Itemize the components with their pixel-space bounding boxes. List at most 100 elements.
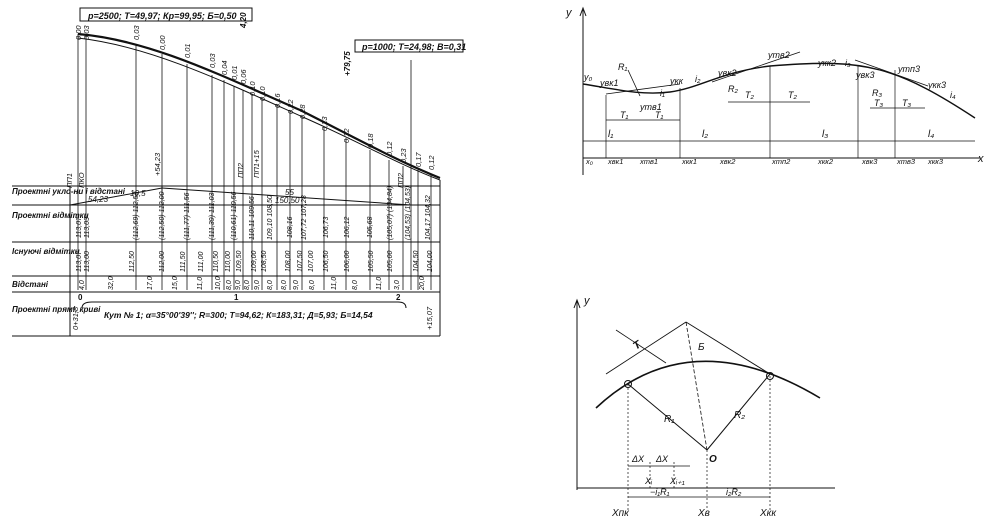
row-label-distances: Відстані xyxy=(12,280,49,289)
svg-text:l₄: l₄ xyxy=(928,129,934,140)
svg-text:0,23: 0,23 xyxy=(320,116,329,131)
svg-text:8,0: 8,0 xyxy=(267,280,274,290)
svg-text:(112,50) 112,00: (112,50) 112,00 xyxy=(159,192,166,240)
svg-text:107,50: 107,50 xyxy=(297,250,304,272)
svg-text:8,0: 8,0 xyxy=(226,280,233,290)
svg-text:0,12: 0,12 xyxy=(427,155,436,170)
svg-text:(105,07) (104,84): (105,07) (104,84) xyxy=(387,186,394,240)
svg-text:113,03: 113,03 xyxy=(84,217,91,238)
svg-text:109,10 108,50: 109,10 108,50 xyxy=(267,195,274,240)
svg-text:9,0: 9,0 xyxy=(254,280,261,290)
scheme-radius-1 xyxy=(627,69,641,97)
svg-text:xтп2: xтп2 xyxy=(771,157,791,166)
svg-text:112,50: 112,50 xyxy=(129,251,136,272)
svg-text:104,50: 104,50 xyxy=(413,250,420,272)
row-label-alignment: Проектні прямі, криві xyxy=(12,305,101,314)
svg-text:i₃: i₃ xyxy=(845,58,851,68)
svg-text:R₂: R₂ xyxy=(728,84,738,94)
svg-text:R₃: R₃ xyxy=(872,88,882,98)
slope-value-2: 55 xyxy=(285,188,294,197)
plus-label: +54,23 xyxy=(153,152,162,176)
row-label-existing: Існуючі відмітки xyxy=(12,247,80,256)
svg-text:xкк3: xкк3 xyxy=(927,157,944,166)
svg-text:xтв3: xтв3 xyxy=(896,157,916,166)
profile-ordinate-lines xyxy=(77,34,432,290)
svg-text:8,0: 8,0 xyxy=(244,280,251,290)
svg-text:17,0: 17,0 xyxy=(147,276,154,290)
svg-text:0,00: 0,00 xyxy=(74,25,83,40)
svg-text:108,16: 108,16 xyxy=(287,216,294,238)
svg-text:yтп3: yтп3 xyxy=(897,64,920,74)
svg-text:20,0: 20,0 xyxy=(419,276,426,291)
profile-band-table xyxy=(12,180,441,337)
svg-text:yвк2: yвк2 xyxy=(717,68,736,78)
curve-start-label: 0+31,8 xyxy=(71,306,80,330)
svg-text:106,50: 106,50 xyxy=(323,250,330,272)
curve-x-start-label: Хпк xyxy=(611,508,630,519)
svg-text:R₁: R₁ xyxy=(618,62,627,72)
svg-text:0,03: 0,03 xyxy=(132,25,141,40)
svg-text:xвк2: xвк2 xyxy=(719,157,736,166)
slope-diagonal-2 xyxy=(161,187,412,206)
curve-arc xyxy=(595,360,821,409)
svg-text:(111,39) 111,03: (111,39) 111,03 xyxy=(209,193,216,240)
curve-radius-2 xyxy=(706,373,771,451)
existing-marks: 113,07 113,00 112,50 112,00 111,50 111,0… xyxy=(76,250,434,272)
svg-text:yвк3: yвк3 xyxy=(855,70,874,80)
km-mark-0: 0 xyxy=(78,293,83,302)
svg-text:110,50: 110,50 xyxy=(213,251,220,272)
svg-text:107,00: 107,00 xyxy=(308,250,315,272)
svg-text:Т₁: Т₁ xyxy=(655,110,663,120)
svg-text:Т₁: Т₁ xyxy=(620,110,628,120)
svg-text:ПП1+15: ПП1+15 xyxy=(252,149,261,178)
svg-text:0,01: 0,01 xyxy=(183,43,192,58)
curve-center-label: О xyxy=(709,454,717,465)
svg-text:11,0: 11,0 xyxy=(376,277,383,290)
svg-text:11,0: 11,0 xyxy=(331,277,338,290)
curve-radius-1 xyxy=(627,383,708,451)
vertical-curve-2-frame xyxy=(354,39,464,53)
svg-text:xвк1: xвк1 xyxy=(607,157,623,166)
existing-ground-line xyxy=(77,37,441,181)
svg-text:104,17 104,32: 104,17 104,32 xyxy=(425,195,432,240)
design-marks: 113,07 113,03 (112,69) 112,53 (112,50) 1… xyxy=(76,186,432,240)
vertical-curve-1-frame xyxy=(79,7,253,22)
svg-text:113,07: 113,07 xyxy=(76,216,83,238)
svg-text:i₁: i₁ xyxy=(660,88,665,98)
svg-text:108,00: 108,00 xyxy=(285,250,292,272)
svg-text:0,00: 0,00 xyxy=(158,35,167,50)
svg-text:106,12: 106,12 xyxy=(344,216,351,238)
svg-text:0,22: 0,22 xyxy=(286,99,295,114)
svg-text:0,04: 0,04 xyxy=(220,60,229,75)
svg-text:0,18: 0,18 xyxy=(366,133,375,148)
svg-text:109,00: 109,00 xyxy=(251,250,258,272)
scheme-x-label: x xyxy=(977,153,984,165)
slope-value-1: 10,5 xyxy=(130,189,146,198)
svg-text:0,16: 0,16 xyxy=(273,93,282,108)
svg-text:3,0: 3,0 xyxy=(394,280,401,290)
scheme-dimension-lines xyxy=(583,65,975,158)
scheme-profile-line xyxy=(582,62,976,119)
svg-text:0,23: 0,23 xyxy=(399,148,408,163)
picket-labels: ПП1 ПКО ПП2 ПП1+15 ПП2 xyxy=(65,149,405,188)
curve-dx2-label: ΔХ xyxy=(655,454,669,464)
svg-text:yкк2: yкк2 xyxy=(817,58,836,68)
svg-text:Т₂: Т₂ xyxy=(745,90,754,100)
svg-text:32,0: 32,0 xyxy=(108,276,115,290)
svg-text:Т₂: Т₂ xyxy=(788,90,797,100)
curve-xi-label: Хᵢ xyxy=(644,476,653,486)
svg-text:105,00: 105,00 xyxy=(387,250,394,272)
svg-text:l₂: l₂ xyxy=(702,129,708,140)
vertical-curve-1-params: р=2500; Т=49,97; Кр=99,95; Б=0,50 xyxy=(87,11,237,21)
svg-text:x₀: x₀ xyxy=(585,157,593,166)
svg-text:i₂: i₂ xyxy=(695,74,701,84)
svg-text:(112,69) 112,53: (112,69) 112,53 xyxy=(133,192,140,240)
svg-text:9,0: 9,0 xyxy=(235,280,242,290)
svg-text:10,0: 10,0 xyxy=(215,276,222,290)
curve-parameters: Кут № 1; α=35°00'39''; R=300; Т=94,62; К… xyxy=(104,310,373,320)
svg-text:yвк1: yвк1 xyxy=(599,78,618,88)
svg-text:4,0: 4,0 xyxy=(79,280,86,290)
vertical-curve-1-end: 4,20 xyxy=(239,12,248,29)
svg-text:yтв2: yтв2 xyxy=(767,50,790,60)
curve-bracket xyxy=(81,301,407,309)
